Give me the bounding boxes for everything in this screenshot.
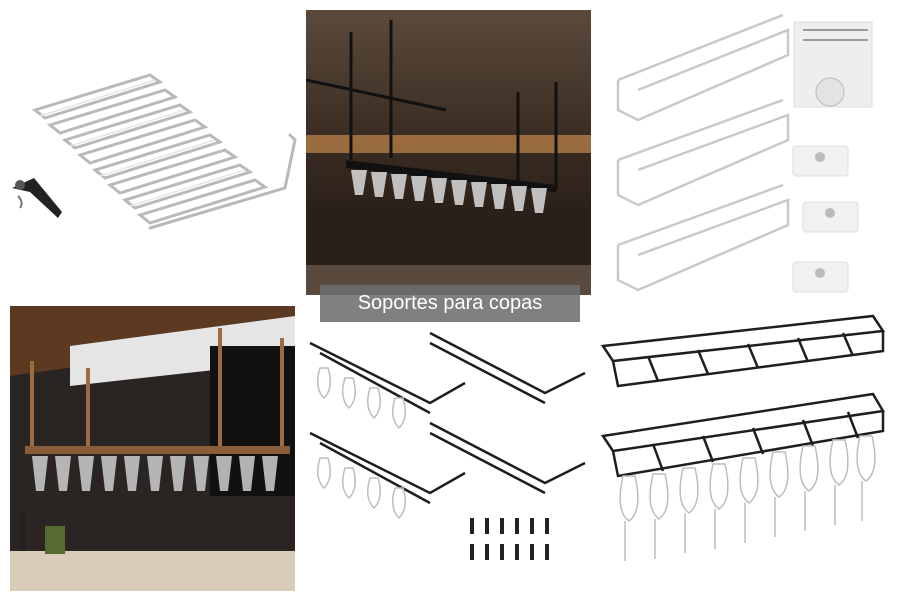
black-multirow-rack-image [598, 306, 900, 596]
corkscrew-icon [12, 178, 62, 218]
image-caption: Soportes para copas [320, 285, 580, 322]
screw-icon [470, 518, 549, 560]
bar-ceiling-rack-image [306, 10, 591, 295]
black-rails-image [300, 318, 600, 600]
copper-rack-bar-image [10, 306, 295, 591]
chrome-rack-image [0, 0, 305, 295]
white-rails-image [598, 0, 900, 305]
adhesive-hook-icon [792, 145, 859, 293]
